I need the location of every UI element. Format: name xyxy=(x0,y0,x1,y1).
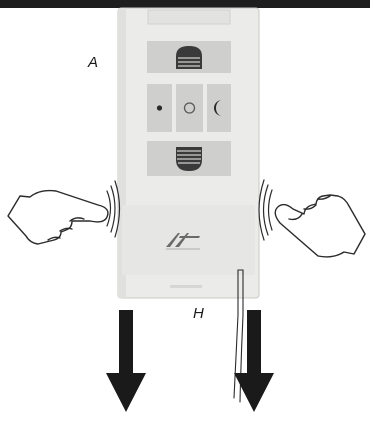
right-hand-icon xyxy=(274,194,366,258)
dome-up-icon xyxy=(176,46,202,69)
brand-logo xyxy=(166,233,200,250)
center-button[interactable] xyxy=(176,84,203,132)
sun-icon xyxy=(156,105,163,111)
right-squeeze-motion-lines xyxy=(258,179,273,241)
left-hand-icon xyxy=(7,189,109,245)
moon-button[interactable] xyxy=(207,84,231,132)
left-down-arrow xyxy=(106,310,146,412)
bottom-inscription xyxy=(170,285,202,288)
remote-body-shade xyxy=(118,8,126,298)
top-bar xyxy=(0,0,370,8)
label-a: A xyxy=(87,54,98,71)
remote-lower-panel xyxy=(122,205,255,275)
moon-icon xyxy=(214,100,222,116)
remote-top-slot xyxy=(147,9,231,25)
right-down-arrow xyxy=(234,310,274,412)
pull-strip xyxy=(233,269,244,403)
dome-down-icon xyxy=(176,147,202,171)
left-squeeze-motion-lines xyxy=(106,180,121,238)
remote-control xyxy=(117,7,260,299)
circle-icon xyxy=(183,102,196,114)
label-h: H xyxy=(193,305,204,322)
